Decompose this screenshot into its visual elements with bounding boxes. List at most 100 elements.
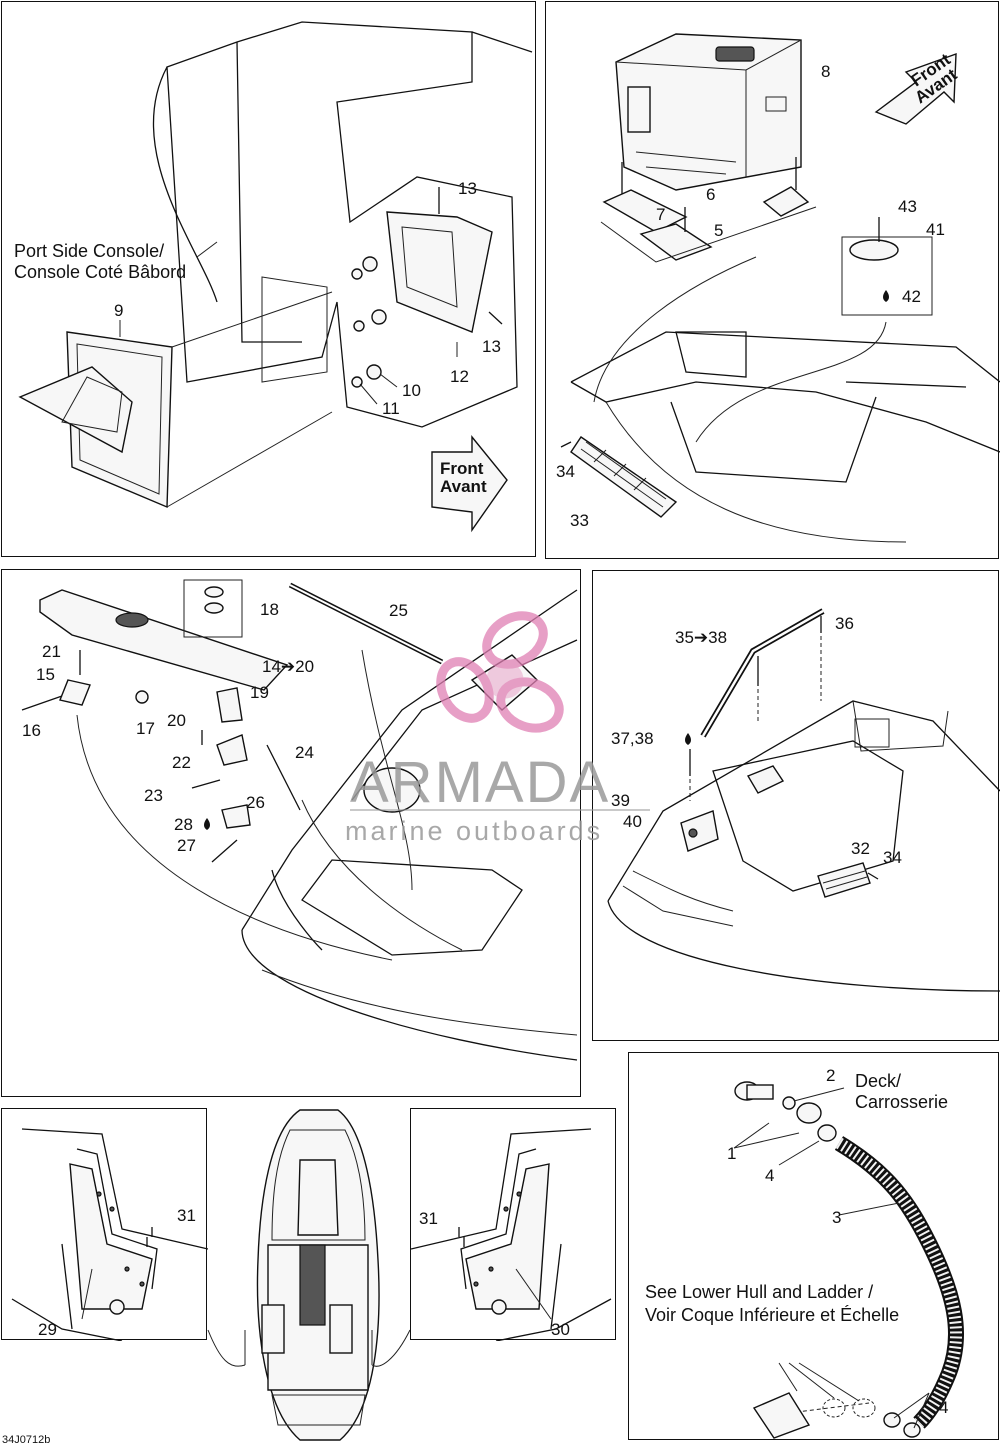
glove-box-bin — [386, 211, 493, 333]
left-side-drawing: 31 29 — [11, 1128, 208, 1341]
storage-door-leader — [166, 291, 333, 508]
callout-13-right: 13 — [482, 337, 501, 356]
craft-bow-deck — [271, 1129, 366, 1241]
plug-18-bottom — [204, 602, 224, 614]
drain-plug — [109, 1299, 125, 1315]
rear-storage-lid — [852, 700, 949, 752]
callout-28: 28 — [174, 815, 193, 834]
callout-26: 26 — [246, 793, 265, 812]
hole — [516, 1191, 522, 1197]
leader-port-console — [196, 241, 218, 258]
bracket-22 — [216, 734, 248, 766]
cooler-lower-band — [635, 151, 737, 175]
callout-10: 10 — [402, 381, 421, 400]
nut — [362, 256, 378, 272]
side-lower-edge — [495, 1243, 612, 1341]
front-arrow-shape — [431, 435, 508, 533]
hull-rear-edge — [607, 700, 1000, 902]
deck-outer-edge — [241, 589, 578, 931]
leader-seat — [76, 714, 393, 961]
callout-32: 32 — [851, 839, 870, 858]
cooler-edges — [615, 39, 802, 177]
hull-caption-en: See Lower Hull and Ladder / — [645, 1282, 873, 1302]
callout-7: 7 — [656, 205, 665, 224]
callout-9: 9 — [114, 301, 123, 320]
callout-16: 16 — [22, 721, 41, 740]
callout-22: 22 — [172, 753, 191, 772]
callout-41: 41 — [926, 220, 945, 239]
console-curve — [152, 66, 218, 303]
leader-29 — [81, 1268, 93, 1320]
console-edge — [236, 41, 302, 343]
callout-33: 33 — [570, 511, 589, 530]
seat-cup-holder — [115, 612, 149, 628]
hull-caption-fr: Voir Coque Inférieure et Échelle — [645, 1305, 899, 1325]
fitting-1-body — [746, 1084, 774, 1100]
callout-36: 36 — [835, 614, 854, 633]
hole — [473, 1281, 479, 1287]
callout-18: 18 — [260, 600, 279, 619]
callout-21: 21 — [42, 642, 61, 661]
callout-2: 2 — [826, 1066, 835, 1085]
hole — [124, 1266, 130, 1272]
port-console-caption-en: Port Side Console/ — [14, 241, 164, 261]
seat-cushion — [39, 589, 289, 691]
leader-hull — [778, 1362, 860, 1402]
side-upper-edge — [411, 1128, 592, 1250]
craft-seat — [297, 1159, 339, 1236]
document-id: 34J0712b — [2, 1434, 51, 1446]
craft-cockpit — [267, 1244, 369, 1391]
hose-drawing: Deck/ Carrosserie See Lower Hull and Lad… — [645, 1066, 965, 1439]
screw-16 — [21, 695, 63, 711]
adhesive-drop-icon — [883, 290, 889, 302]
callout-24: 24 — [295, 743, 314, 762]
nut — [366, 364, 382, 380]
panel-hose: Deck/ Carrosserie See Lower Hull and Lad… — [628, 1052, 999, 1440]
console-body — [166, 21, 518, 428]
clamp-4-top — [817, 1124, 837, 1142]
rear-deck-drawing: 35➔38 36 37,38 39 40 32 34 — [607, 608, 1000, 992]
callout-17: 17 — [136, 719, 155, 738]
drain-plug — [491, 1299, 507, 1315]
right-side-drawing: 31 30 — [411, 1128, 612, 1341]
leader-4-bottom — [893, 1392, 930, 1429]
callout-34: 34 — [883, 848, 902, 867]
deck-side-line — [271, 869, 323, 951]
leader-left-panel — [207, 1329, 246, 1367]
screw-13-right — [488, 311, 503, 325]
washer-17 — [135, 690, 149, 704]
callout-31: 31 — [419, 1209, 438, 1228]
craft-stern — [271, 1394, 366, 1426]
leader-rod — [361, 649, 413, 891]
craft-left-panel — [261, 1304, 285, 1354]
screw-23 — [191, 779, 221, 789]
rod-25-highlight — [289, 584, 443, 663]
leader-4-top — [778, 1140, 820, 1166]
assembly-guides — [689, 636, 822, 801]
deck-caption-en: Deck/ — [855, 1071, 901, 1091]
storage-door-lid — [18, 366, 133, 454]
side-cover-30 — [465, 1163, 550, 1310]
hole — [109, 1206, 115, 1212]
panel-right-side: 31 30 — [410, 1108, 616, 1341]
panel-cooler: Front Avant 8 6 7 5 43 41 42 34 33 — [545, 1, 1000, 559]
footwell — [301, 859, 523, 956]
hinge-19 — [216, 687, 243, 723]
callout-42: 42 — [902, 287, 921, 306]
bracket-right — [762, 186, 810, 217]
callout-35-38: 35➔38 — [675, 628, 727, 647]
plate-detail-box — [841, 236, 933, 316]
callout-43: 43 — [898, 197, 917, 216]
hull-compartment — [675, 331, 747, 378]
callout-14-20: 14➔20 — [262, 657, 314, 676]
washer-2 — [782, 1096, 796, 1110]
washer — [351, 268, 363, 280]
hole — [488, 1266, 494, 1272]
side-inner-edge — [76, 1148, 158, 1290]
plate-26 — [221, 804, 251, 829]
front-arrow-shape — [874, 52, 957, 125]
callout-31: 31 — [177, 1206, 196, 1225]
hose-3-ribs — [835, 1137, 963, 1428]
leader-right-panel — [371, 1329, 411, 1367]
front-arrow-label: Front — [440, 459, 484, 478]
